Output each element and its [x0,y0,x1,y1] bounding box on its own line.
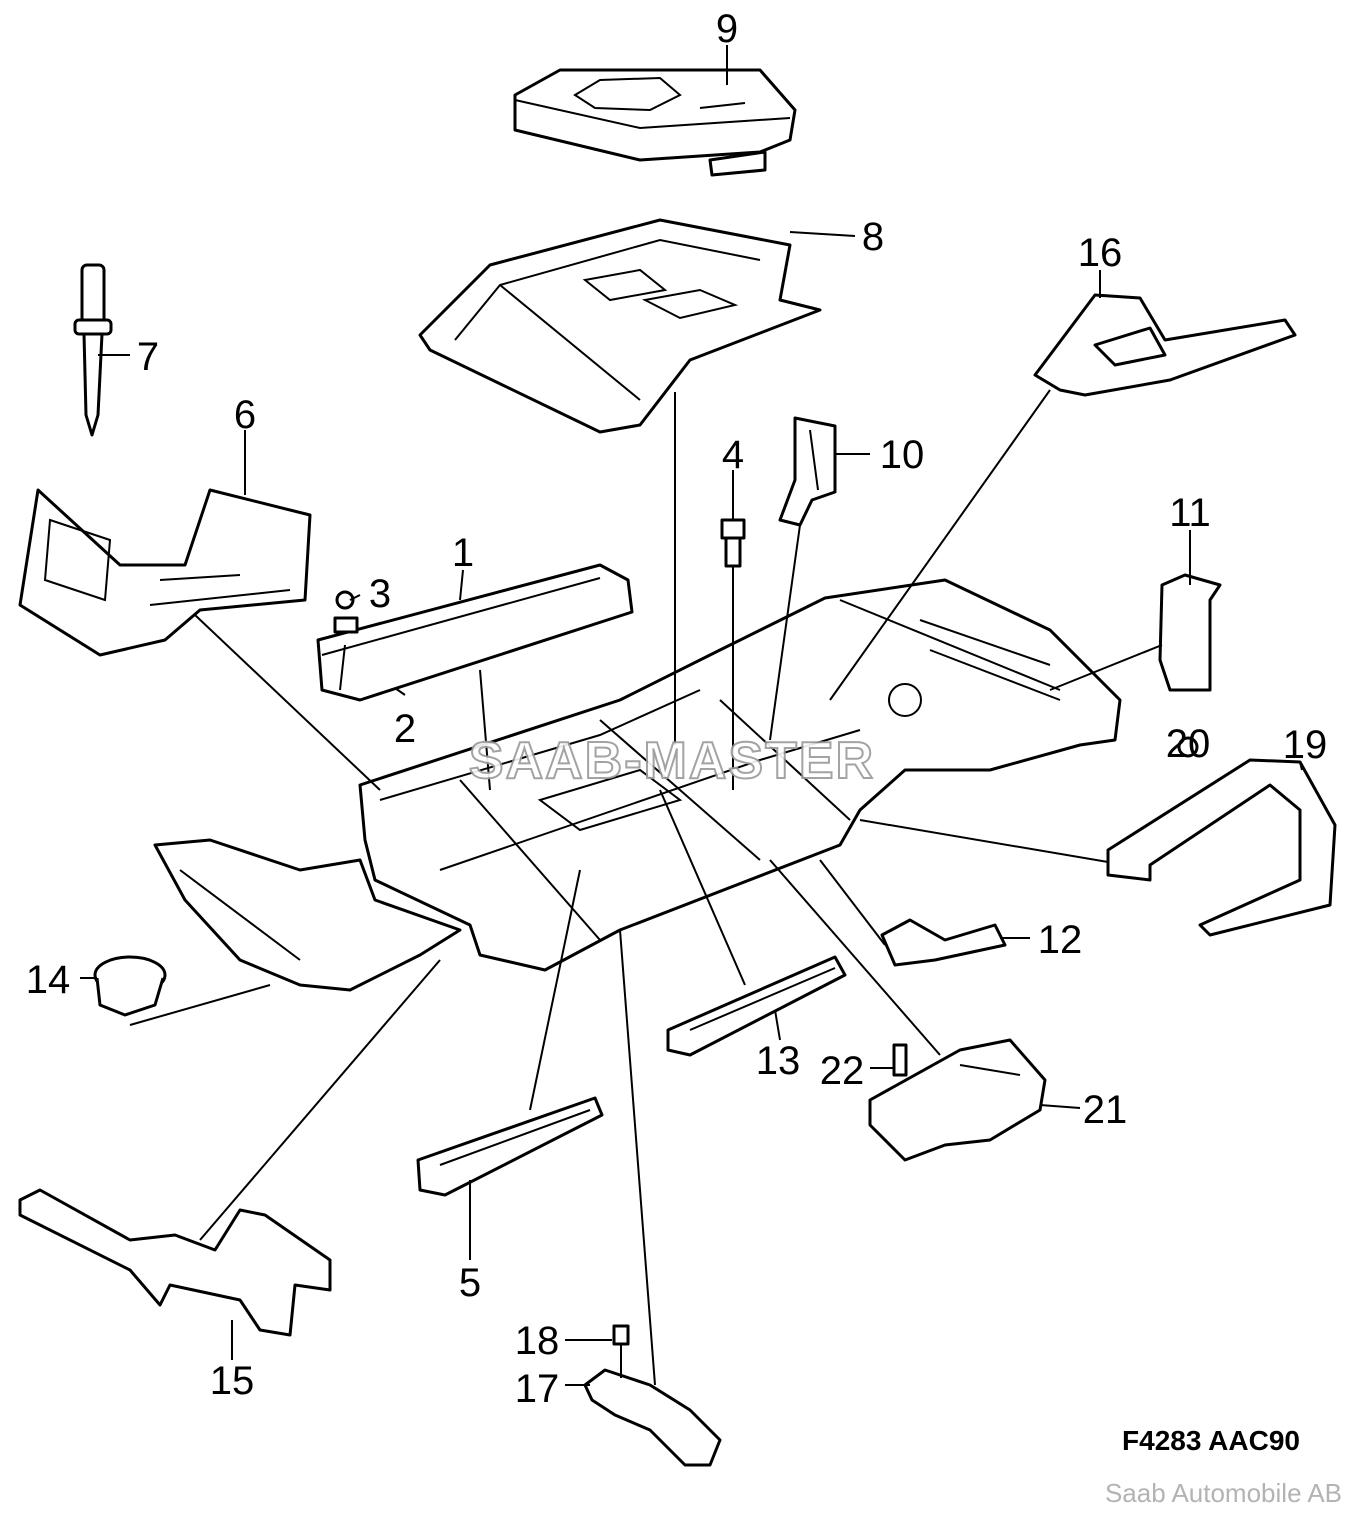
copyright-text: Saab Automobile AB [1105,1478,1342,1508]
part-6-bracket [18,488,312,657]
part-5-edge-trim [416,1096,604,1197]
callout-18: 18 [515,1319,560,1363]
part-1-2-sill-rail [316,563,634,702]
callout-16: 16 [1078,231,1123,275]
callout-13: 13 [756,1039,801,1083]
part-14-grommet [93,955,167,1017]
part-12-clip [880,918,1007,967]
callout-3: 3 [369,572,391,616]
part-16-bracket [1033,293,1297,397]
callout-21: 21 [1083,1088,1128,1132]
part-17-18-bracket [583,1324,722,1467]
callout-15: 15 [210,1359,255,1403]
callout-14: 14 [26,958,71,1002]
callout-17: 17 [515,1367,560,1411]
part-9-cover [513,68,797,177]
part-13-edge-trim [666,955,847,1057]
callout-2: 2 [394,707,416,751]
callout-6: 6 [234,393,256,437]
part-4-bolt [720,518,746,568]
callout-8: 8 [862,215,884,259]
callout-1: 1 [452,531,474,575]
watermark: SAAB-MASTER [469,732,875,790]
callout-19: 19 [1283,723,1328,767]
leader-lines [80,45,1303,1386]
callout-5: 5 [459,1261,481,1305]
part-7-stud [73,263,113,437]
callout-11: 11 [1169,491,1211,535]
callout-4: 4 [722,433,744,477]
part-21-22-bracket [868,1038,1047,1162]
figure-reference: F4283 AAC90 [1122,1425,1300,1456]
callout-labels: 1 2 3 4 5 6 7 8 9 10 11 12 13 14 15 16 1… [26,7,1328,1411]
callout-9: 9 [716,7,738,51]
callout-7: 7 [137,335,159,379]
part-19-cross-member [1106,736,1337,937]
callout-22: 22 [820,1049,865,1093]
floor-pan [153,578,1122,992]
callout-20: 20 [1166,722,1211,766]
callout-12: 12 [1038,918,1083,962]
part-8-floor-panel [418,218,822,434]
part-10-bracket [778,416,837,527]
callout-10: 10 [880,433,925,477]
part-11-bracket [1158,573,1222,692]
part-15-cross-member [18,1188,332,1337]
